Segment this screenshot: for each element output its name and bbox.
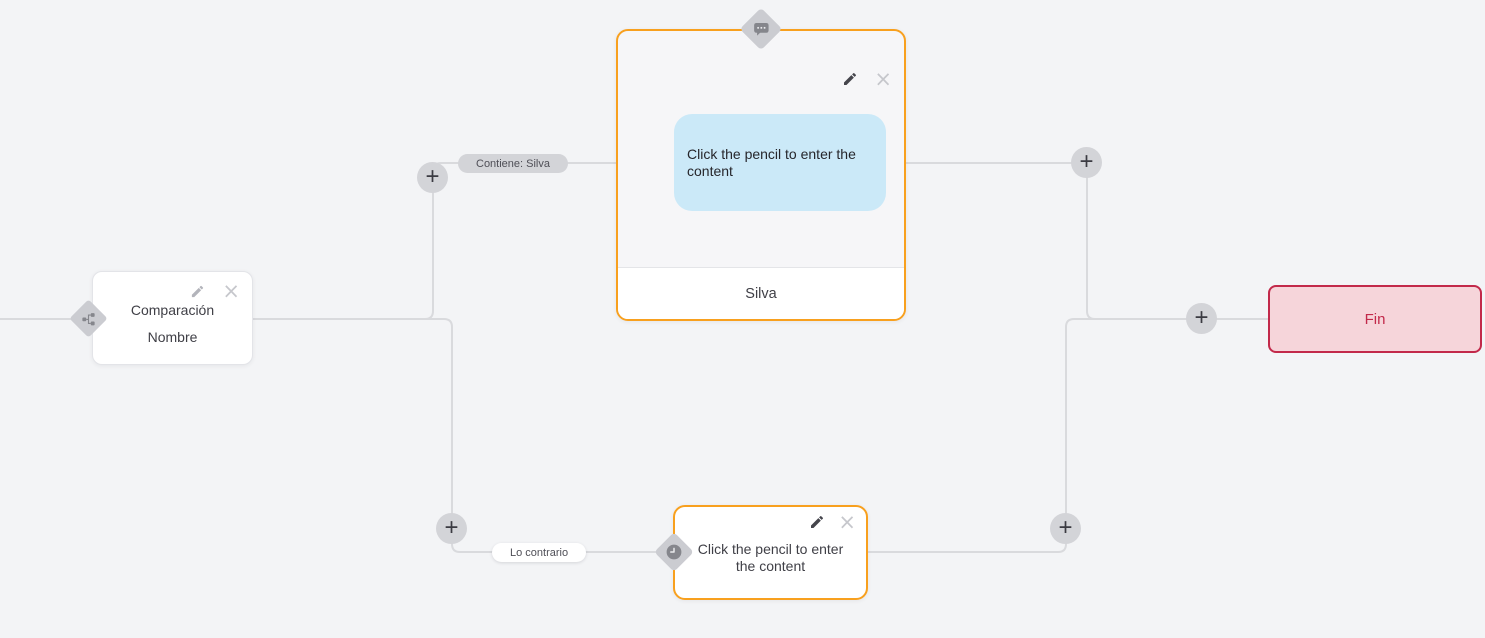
add-node-button-bottom-right[interactable]: +: [1050, 513, 1081, 544]
message-node-name: Silva: [745, 285, 777, 302]
message-dots-icon: [753, 21, 770, 37]
wait-badge: [654, 532, 694, 572]
add-node-button-bottom-left[interactable]: +: [436, 513, 467, 544]
end-node[interactable]: Fin: [1268, 285, 1482, 353]
wait-node[interactable]: × Click the pencil to enter the content: [673, 505, 868, 600]
comparison-node[interactable]: × Comparación Nombre: [92, 271, 253, 365]
pencil-icon[interactable]: [190, 284, 205, 299]
message-node-actions: ×: [842, 67, 892, 91]
close-icon[interactable]: ×: [838, 510, 856, 534]
wire-message-to-end: [904, 162, 1112, 320]
message-placeholder-text: Click the pencil to enter the content: [687, 146, 856, 179]
add-node-button-before-end[interactable]: +: [1186, 303, 1217, 334]
message-node[interactable]: × Click the pencil to enter the content …: [616, 29, 906, 321]
end-node-label: Fin: [1364, 310, 1386, 328]
comparison-badge: [69, 299, 108, 338]
add-node-button-top-right[interactable]: +: [1071, 147, 1102, 178]
edge-label-text: Lo contrario: [510, 546, 569, 559]
clock-icon: [666, 544, 682, 560]
edge-label-otherwise: Lo contrario: [492, 543, 587, 562]
message-node-footer: Silva: [618, 267, 904, 319]
pencil-icon[interactable]: [809, 514, 825, 530]
branch-icon: [82, 312, 96, 326]
edge-label-contains: Contiene: Silva: [458, 154, 568, 173]
edge-label-text: Contiene: Silva: [476, 157, 550, 170]
message-badge: [739, 7, 783, 51]
wait-node-actions: ×: [809, 510, 856, 534]
comparison-node-subtitle: Nombre: [147, 328, 198, 345]
message-content-bubble: Click the pencil to enter the content: [674, 114, 886, 211]
comparison-node-title: Comparación: [130, 301, 215, 318]
wait-placeholder-text: Click the pencil to enter the content: [697, 541, 844, 574]
close-icon[interactable]: ×: [874, 67, 892, 91]
comparison-node-actions: ×: [190, 279, 240, 303]
add-node-button-top-left[interactable]: +: [417, 162, 448, 193]
wire-comparison-to-wait: [253, 318, 662, 553]
pencil-icon[interactable]: [842, 71, 858, 87]
wire-wait-to-end: [866, 318, 1270, 553]
close-icon[interactable]: ×: [222, 279, 240, 303]
